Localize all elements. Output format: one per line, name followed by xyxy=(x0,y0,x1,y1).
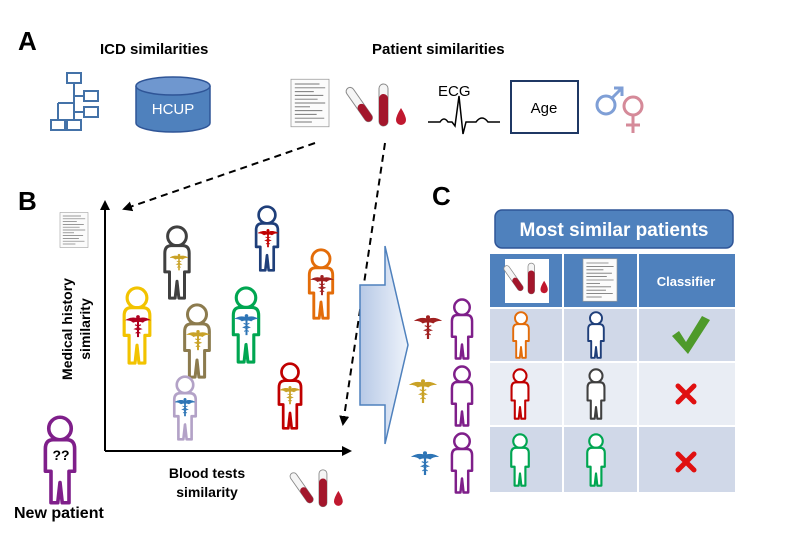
patient-similarities-title: Patient similarities xyxy=(372,41,505,58)
panel-label-a: A xyxy=(18,26,37,56)
y-axis-label-line1: Medical history xyxy=(59,278,75,380)
table-title: Most similar patients xyxy=(520,220,709,241)
blood-test-tube-icon xyxy=(344,83,407,127)
person-lavender xyxy=(172,375,198,441)
record-header-icon xyxy=(582,258,618,302)
new-patient-label: New patient xyxy=(14,505,104,522)
person-red xyxy=(277,362,303,430)
database-cylinder-icon xyxy=(135,76,211,133)
medical-record-icon xyxy=(290,78,330,128)
row2-blood-match xyxy=(510,368,530,420)
green-check-icon xyxy=(672,316,710,354)
red-cross-icon xyxy=(675,383,697,405)
person-gray xyxy=(163,225,191,300)
panel-label-c: C xyxy=(432,181,451,211)
person-navy xyxy=(254,205,280,272)
unknown-mark: ?? xyxy=(52,447,69,463)
x-axis-label-line1: Blood tests xyxy=(169,465,245,481)
ecg-label: ECG xyxy=(438,83,471,100)
ecg-waveform-icon xyxy=(428,95,500,135)
row3-blood-match xyxy=(509,433,531,487)
x-axis-label-line2: similarity xyxy=(176,484,238,500)
male-female-icon xyxy=(595,86,644,133)
hcup-label: HCUP xyxy=(152,101,195,118)
icd-title: ICD similarities xyxy=(100,41,208,58)
red-cross-icon xyxy=(675,451,697,473)
person-green xyxy=(231,286,261,364)
blood-test-tube-small-icon xyxy=(288,469,344,508)
row3-history-match xyxy=(585,433,607,487)
big-right-arrow xyxy=(359,245,409,445)
table-title-box xyxy=(494,209,734,249)
output-patient-3 xyxy=(411,431,474,495)
axes xyxy=(100,200,352,456)
row1-blood-match xyxy=(512,311,530,359)
dashed-arrow-to-history-axis xyxy=(122,142,316,212)
person-olive xyxy=(182,303,212,379)
output-patient-1 xyxy=(414,297,474,361)
classifier-header: Classifier xyxy=(657,274,716,289)
panel-label-b: B xyxy=(18,186,37,216)
age-label: Age xyxy=(531,100,558,117)
row2-history-match xyxy=(586,368,606,420)
row1-history-match xyxy=(586,310,606,360)
y-axis-label-line2: similarity xyxy=(77,298,93,360)
person-orange xyxy=(307,248,335,320)
medical-record-small-icon xyxy=(59,212,89,248)
output-patient-2 xyxy=(409,364,474,428)
person-yellow xyxy=(122,286,152,365)
age-box xyxy=(510,80,579,134)
hierarchy-tree-icon xyxy=(50,72,99,131)
